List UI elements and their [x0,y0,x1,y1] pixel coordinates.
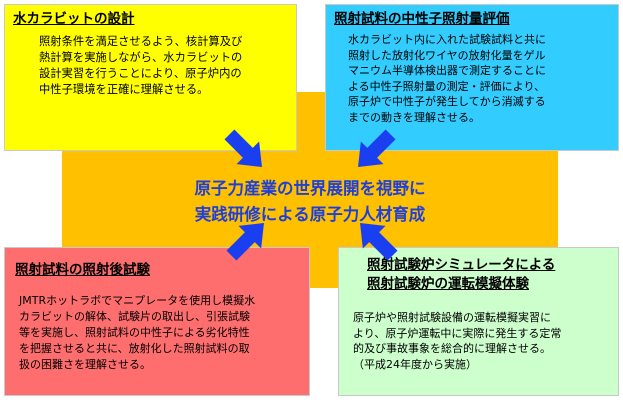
body-line: 照射した放射化ワイヤの放射化量をゲル [348,48,546,62]
center-line-1: 原子力産業の世界展開を視野に [194,179,426,198]
box-title-post-irradiation-examination: 照射試料の照射後試験 [15,262,150,278]
body-line: 照射条件を満足させるよう、核計算及び [39,35,243,48]
box-body-water-rabbit-design: 照射条件を満足させるよう、核計算及び 熱計算を実施しながら、水カラビットの 設計… [39,34,288,98]
box-post-irradiation-examination: 照射試料の照射後試験 JMTRホットラボでマニプレータを使用し模擬水 カラビット… [4,247,310,396]
body-line: を把握させると共に、放射化した照射試料の取 [19,342,250,355]
body-line: よる中性子照射量の測定・評価により、 [348,79,546,93]
box-title-reactor-simulator: 照射試験炉シミュレータによる 照射試験炉の運転模擬体験 [367,256,610,294]
body-line: 原子炉や照射試験設備の運転模擬実習に [353,311,551,324]
center-message: 原子力産業の世界展開を視野に 実践研修による原子力人材育成 [150,176,470,228]
body-line: 水カラビット内に入れた試験試料と共に [348,33,546,46]
box-body-post-irradiation-examination: JMTRホットラボでマニプレータを使用し模擬水 カラビットの解体、試験片の取出し… [19,293,299,373]
box-reactor-simulator: 照射試験炉シミュレータによる 照射試験炉の運転模擬体験 原子炉や照射試験設備の運… [338,247,619,396]
body-line: 扱の困難さを理解させる。 [19,358,151,371]
box-neutron-fluence-evaluation: 照射試料の中性子照射量評価 水カラビット内に入れた試験試料と共に 照射した放射化… [325,4,619,151]
body-line: 熱計算を実施しながら、水カラビットの [39,51,243,64]
box-title-water-rabbit-design: 水カラビットの設計 [13,11,135,27]
arrow-from-top-left-icon [218,123,274,179]
box-title-neutron-fluence-evaluation: 照射試料の中性子照射量評価 [334,11,510,27]
arrow-from-top-right-icon [346,123,402,179]
center-line-2: 実践研修による原子力人材育成 [194,205,426,224]
box-body-reactor-simulator: 原子炉や照射試験設備の運転模擬実習に より、原子炉運転中に実際に発生する定常 的… [353,310,610,372]
box-body-neutron-fluence-evaluation: 水カラビット内に入れた試験試料と共に 照射した放射化ワイヤの放射化量をゲル マニ… [348,32,610,125]
body-line: （平成24年度から実施） [353,357,477,371]
title-line: 照射試験炉シミュレータによる [367,257,556,273]
body-line: カラビットの解体、試験片の取出し、引張試験 [19,310,250,323]
body-line: マニウム半導体検出器で測定することに [348,64,546,77]
body-line: 原子炉で中性子が発生してから消滅する [348,95,546,108]
title-line: 照射試験炉の運転模擬体験 [367,276,529,292]
body-line: 的及び事故事象を総合的に理解させる。 [353,342,551,355]
body-line: 中性子環境を正確に理解させる。 [39,83,209,96]
body-line: より、原子炉運転中に実際に発生する定常 [353,326,562,340]
body-line: までの動きを理解させる。 [348,110,480,124]
body-line: 等を実施し、照射試料の中性子による劣化特性 [19,326,250,339]
box-water-rabbit-design: 水カラビットの設計 照射条件を満足させるよう、核計算及び 熱計算を実施しながら、… [4,4,297,151]
body-line: JMTRホットラボでマニプレータを使用し模擬水 [19,294,256,307]
body-line: 設計実習を行うことにより、原子炉内の [39,67,242,80]
